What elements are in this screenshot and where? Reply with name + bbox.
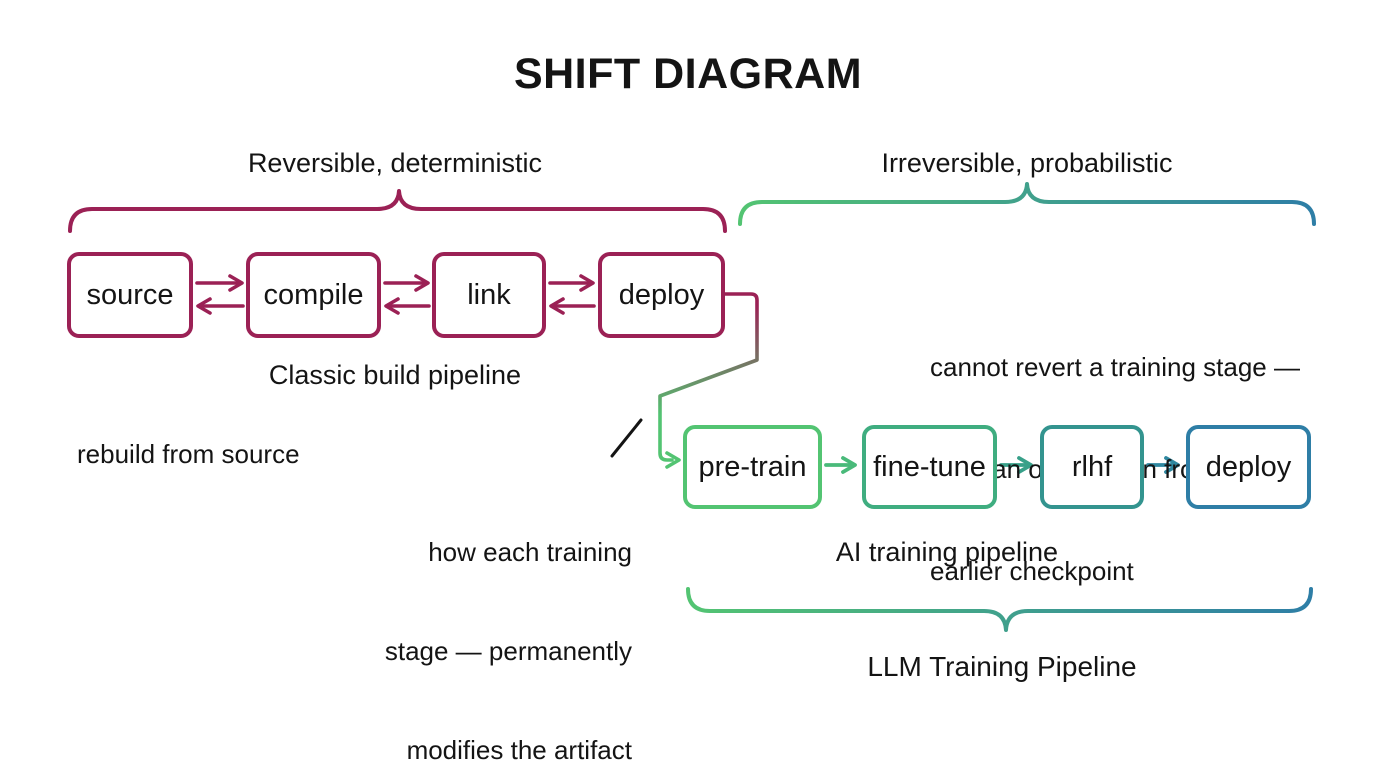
annotation-slash-line xyxy=(610,418,643,458)
box-deploy-llm-label: deploy xyxy=(1205,450,1292,483)
connector-arrowhead xyxy=(665,451,681,469)
left-overbrace xyxy=(68,189,727,233)
note-rebuild-from-source: rebuild from source xyxy=(77,439,300,469)
bidirectional-arrow-source-compile xyxy=(195,274,245,315)
box-rlhf-label: rlhf xyxy=(1071,450,1113,483)
box-source: source xyxy=(67,252,193,338)
box-rlhf: rlhf xyxy=(1040,425,1144,509)
right-overbrace xyxy=(738,182,1316,226)
box-deploy-llm: deploy xyxy=(1186,425,1311,509)
box-deploy-build: deploy xyxy=(598,252,725,338)
box-pretrain-label: pre-train xyxy=(698,450,807,483)
bidirectional-arrow-link-deploy xyxy=(548,274,596,315)
arrow-pretrain-finetune xyxy=(824,456,857,474)
annotation-line3: modifies the artifact xyxy=(406,735,632,765)
bidirectional-arrow-compile-link xyxy=(383,274,431,315)
box-finetune-label: fine-tune xyxy=(873,450,986,483)
box-compile-label: compile xyxy=(263,278,364,311)
label-irreversible-probabilistic: Irreversible, probabilistic xyxy=(881,148,1173,178)
note-cannot-revert-line3: earlier checkpoint xyxy=(930,556,1134,586)
box-finetune: fine-tune xyxy=(862,425,997,509)
note-cannot-revert-line1: cannot revert a training stage — xyxy=(930,352,1300,382)
annotation-line1: how each training xyxy=(428,537,632,567)
box-deploy-build-label: deploy xyxy=(618,278,705,311)
label-reversible-deterministic: Reversible, deterministic xyxy=(247,148,543,178)
box-link-label: link xyxy=(467,278,511,311)
annotation-how-each-stage: how each training stage — permanently mo… xyxy=(352,470,632,768)
box-source-label: source xyxy=(86,278,174,311)
box-pretrain: pre-train xyxy=(683,425,822,509)
annotation-line2: stage — permanently xyxy=(384,636,632,666)
box-compile: compile xyxy=(246,252,381,338)
caption-ai-training-pipeline: AI training pipeline xyxy=(835,537,1059,567)
label-llm-training-pipeline: LLM Training Pipeline xyxy=(867,651,1137,682)
caption-classic-build-pipeline: Classic build pipeline xyxy=(268,360,522,390)
page-title: SHIFT DIAGRAM xyxy=(513,50,863,98)
box-link: link xyxy=(432,252,546,338)
